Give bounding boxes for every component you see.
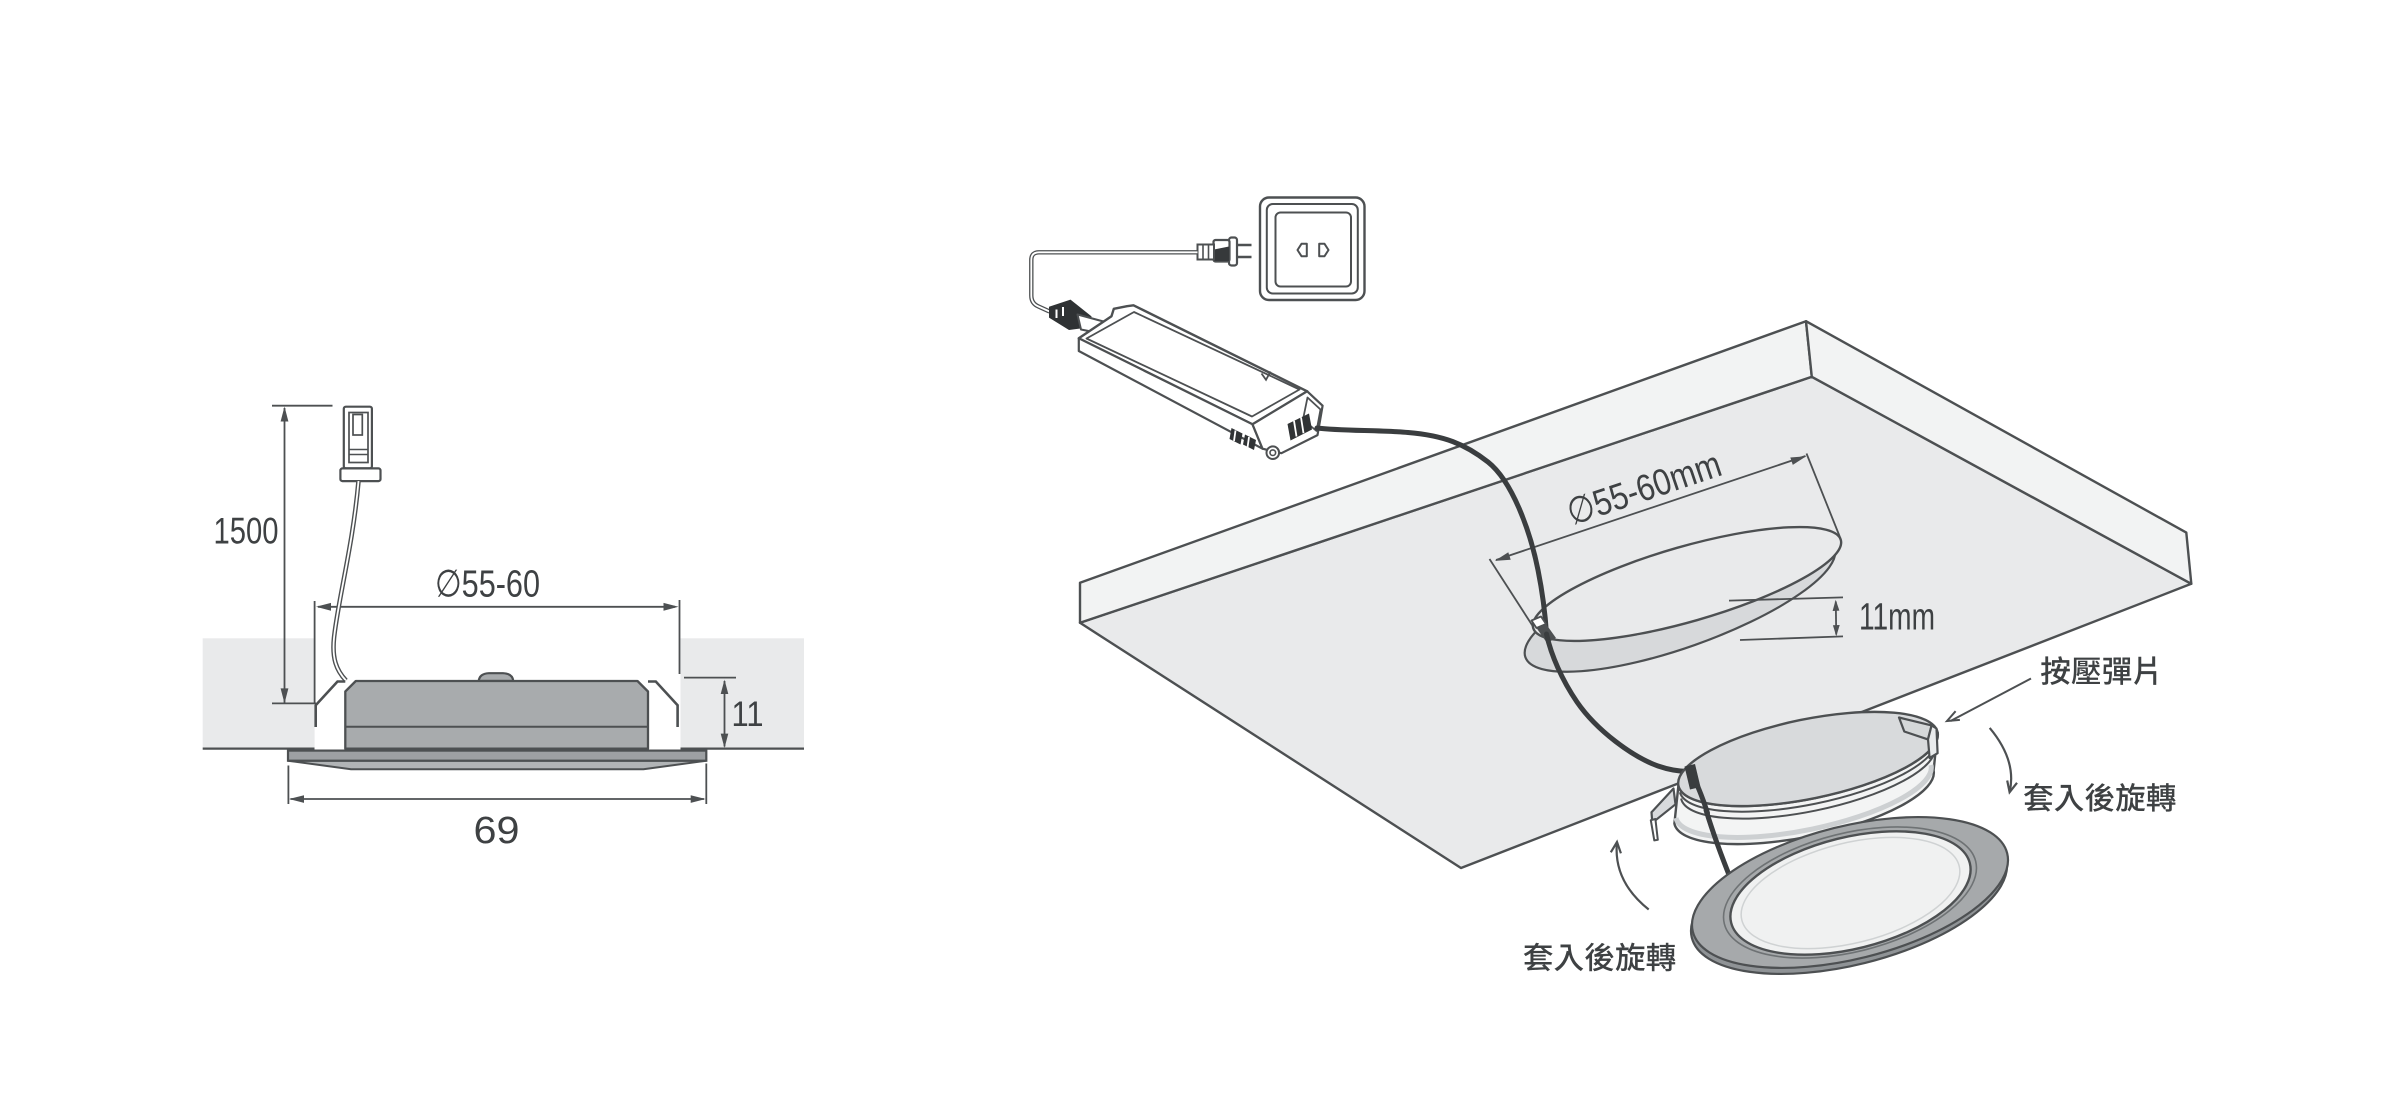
light-housing bbox=[1649, 710, 1940, 846]
outlet-slot-right bbox=[1318, 242, 1330, 258]
housing-bottom-shadow bbox=[1673, 764, 1934, 840]
panel-band-right bbox=[680, 638, 804, 749]
cable-outline bbox=[1029, 250, 1198, 314]
outlet-face bbox=[1274, 211, 1352, 288]
dim-text-panel-thickness: 11mm bbox=[1859, 597, 1935, 639]
mounting-panel bbox=[1078, 320, 2193, 870]
driver-cap-terminal bbox=[1287, 413, 1312, 441]
arc bbox=[1988, 727, 2013, 793]
dimension-trim-diameter: 69 bbox=[287, 763, 708, 852]
cable-connector bbox=[339, 405, 382, 483]
connector-contact-lines bbox=[349, 448, 368, 456]
cable-core bbox=[332, 481, 360, 682]
panel-band-left bbox=[202, 638, 315, 749]
hole-opening bbox=[1531, 525, 1843, 643]
outlet-plate bbox=[1258, 196, 1366, 302]
label-rotate-after-insert-right bbox=[2023, 783, 2176, 812]
arrowhead-right bbox=[1790, 456, 1807, 465]
arrowhead-right bbox=[663, 602, 679, 611]
driver-grommet-inner bbox=[1269, 449, 1277, 457]
label-press-clip bbox=[2040, 656, 2157, 685]
cable-core bbox=[1030, 251, 1198, 313]
arrowhead-left bbox=[1494, 552, 1511, 561]
cross-section-view: 1500 ∅55-60 11 bbox=[202, 404, 804, 852]
arrowhead-down bbox=[720, 733, 729, 748]
driver-front-terminal-1 bbox=[1229, 428, 1243, 445]
dim-text-recess-depth: 11 bbox=[732, 695, 764, 734]
light-body bbox=[344, 679, 650, 750]
arrowhead bbox=[1944, 710, 1960, 723]
panel-right-edge-face bbox=[1804, 320, 2193, 585]
trim-ring bbox=[1689, 815, 2010, 976]
arrowhead-up bbox=[1832, 599, 1840, 611]
dim-text-cable-length: 1500 bbox=[214, 511, 279, 552]
arrowhead-up bbox=[720, 679, 729, 694]
driver-edge-notch bbox=[1260, 371, 1272, 382]
connector-latch bbox=[352, 413, 364, 436]
label-rotate-after-insert-bottom bbox=[1523, 942, 1676, 972]
spring-clip-right-tip bbox=[1926, 724, 1939, 760]
cutout-hole bbox=[1523, 525, 1843, 673]
plug-body-dark bbox=[1214, 246, 1229, 261]
plug-prongs bbox=[1236, 243, 1252, 259]
strain-relief-ribs bbox=[1202, 245, 1210, 259]
ext-left bbox=[1488, 558, 1534, 627]
cable-hole-to-housing bbox=[1544, 631, 1692, 774]
dimension-recess-depth: 11 bbox=[684, 676, 764, 748]
arrowhead-left bbox=[316, 602, 331, 611]
installation-view: ∅55-60mm 11mm bbox=[1029, 196, 2193, 976]
wall-outlet bbox=[1258, 196, 1366, 302]
outlet-slot-left bbox=[1296, 242, 1308, 258]
dimension-cable-length: 1500 bbox=[214, 404, 333, 705]
spring-clip-right-section bbox=[648, 680, 679, 727]
trim-flange-underside bbox=[287, 759, 707, 771]
arrowhead-up bbox=[280, 406, 289, 422]
trim-flange bbox=[286, 749, 708, 762]
rotation-arrow-right bbox=[1988, 727, 2018, 795]
driver-output-socket bbox=[1302, 396, 1322, 432]
lead-cable bbox=[331, 480, 361, 683]
rotation-arrow-left bbox=[1609, 839, 1650, 911]
dim-text-cutout-diameter: ∅55-60 bbox=[435, 564, 540, 606]
arrowhead-left bbox=[289, 795, 304, 803]
spring-clip-left-section bbox=[314, 680, 346, 727]
cable-gland-bump bbox=[477, 672, 515, 683]
power-plug bbox=[1196, 236, 1252, 267]
driver-input-connector-slits bbox=[1055, 307, 1064, 318]
dim-line bbox=[1495, 455, 1806, 561]
dimension-panel-thickness: 11mm bbox=[1728, 596, 1935, 641]
driver-cap-terminal-stripes bbox=[1293, 417, 1305, 437]
light-body-section bbox=[286, 672, 708, 771]
arc bbox=[1615, 841, 1650, 911]
driver-front-terminal-stripes bbox=[1233, 430, 1250, 448]
panel-cross-section bbox=[202, 638, 804, 750]
arrowhead bbox=[2006, 780, 2018, 795]
driver-output-cable bbox=[1314, 425, 1549, 637]
mains-cable bbox=[1029, 250, 1198, 314]
led-driver bbox=[1049, 299, 1324, 461]
arrowhead-down bbox=[280, 688, 289, 704]
press-clip-annotation-arrow bbox=[1944, 677, 2032, 723]
ext-right bbox=[1805, 453, 1842, 539]
connector-inner bbox=[348, 411, 369, 464]
arrowhead-right bbox=[690, 795, 706, 803]
tick-top bbox=[1728, 596, 1844, 602]
arrowhead bbox=[1609, 839, 1622, 854]
line bbox=[1950, 677, 2032, 722]
housing-lip-line-2 bbox=[1680, 746, 1937, 820]
tick-bottom bbox=[1739, 635, 1844, 641]
ring-groove bbox=[1722, 826, 1978, 959]
driver-top-bezel bbox=[1085, 311, 1301, 418]
dimension-cutout-diameter: ∅55-60 bbox=[316, 564, 679, 611]
spring-clip-left-leg bbox=[1649, 818, 1659, 842]
housing-lip-line-1 bbox=[1678, 739, 1938, 813]
arrowhead-down bbox=[1832, 625, 1840, 637]
driver-front-terminal-2 bbox=[1243, 434, 1256, 450]
dim-text-trim-diameter: 69 bbox=[474, 810, 520, 852]
outlet-plate-inner bbox=[1265, 203, 1359, 295]
glass-inner-line bbox=[1740, 836, 1961, 950]
connector-base bbox=[339, 467, 382, 483]
plug-strain-relief bbox=[1196, 243, 1215, 261]
